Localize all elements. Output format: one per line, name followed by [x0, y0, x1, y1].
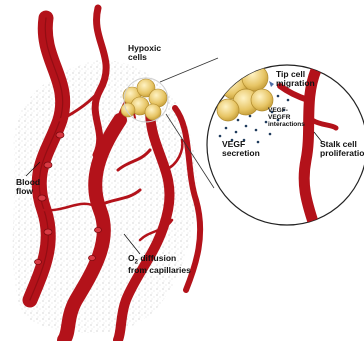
label-o2-diffusion: O2 diffusion from capillaries: [128, 254, 191, 275]
label-tip-cell-migration: Tip cell migration: [276, 70, 315, 88]
label-vegf-vegfr-interactions: VEGF- VEGFR interactions: [268, 108, 305, 128]
o2-letter: O: [128, 253, 135, 263]
inset-receptors: [228, 56, 258, 70]
label-blood-flow: Blood flow: [16, 178, 40, 196]
label-vegf-secretion: VEGF secretion: [222, 140, 260, 158]
zoom-connector-top: [160, 58, 218, 82]
label-hypoxic-cells: Hypoxic cells: [128, 44, 161, 62]
label-stalk-cell-proliferation: Stalk cell proliferation: [320, 140, 364, 158]
